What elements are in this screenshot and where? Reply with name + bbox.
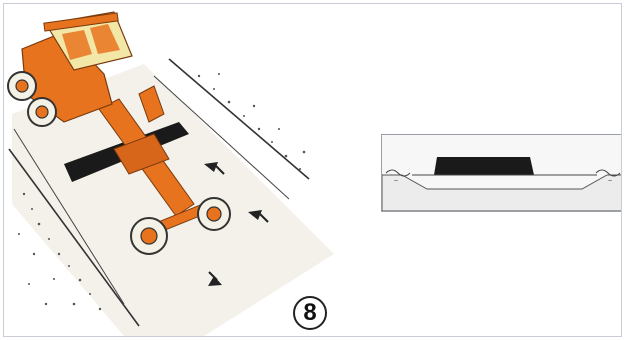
- cross-section-material-layer: [434, 157, 534, 175]
- figure-frame: ~ ~ 8: [3, 3, 622, 337]
- cross-section-right-mark: ~: [608, 178, 612, 185]
- cross-section-left-mark: ~: [394, 178, 398, 185]
- rear-wheel-left: [8, 72, 36, 100]
- step-number: 8: [303, 299, 316, 327]
- front-wheel-right: [198, 198, 230, 230]
- front-wheel-left: [131, 218, 167, 254]
- motor-grader-illustration: [4, 4, 344, 336]
- cross-section-ground: [382, 175, 622, 211]
- rear-wheel-right: [28, 98, 56, 126]
- road-cross-section: ~ ~: [381, 134, 622, 212]
- step-number-badge: 8: [293, 296, 327, 330]
